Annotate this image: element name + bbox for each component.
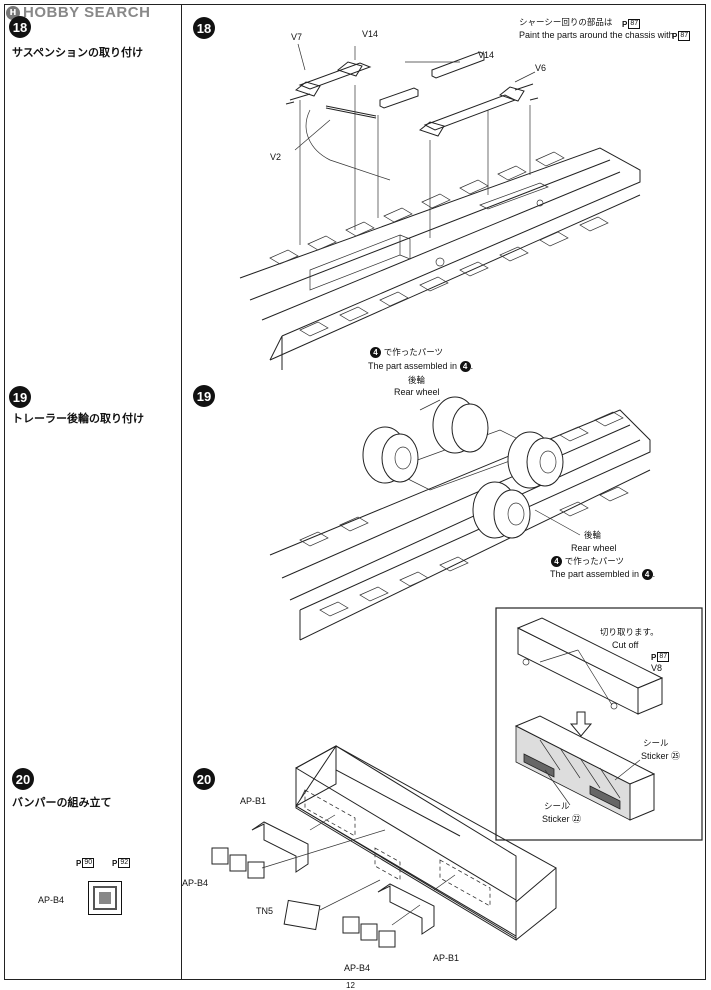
paint-prefix: P: [76, 858, 82, 868]
rear-wheel-jp-2: 後輪: [584, 531, 602, 541]
step-18-diagram-badge: 18: [193, 17, 215, 39]
step-20-parts: [211, 789, 456, 948]
ap-b4-part-illustration: [88, 881, 122, 915]
paint-note-jp: シャーシー回りの部品は: [519, 18, 613, 28]
assembled-text-jp: で作ったパーツ: [383, 348, 444, 358]
sticker-text-en: Sticker: [542, 814, 570, 824]
paint-ref-87-step18: P 87: [622, 19, 641, 29]
assembled-text-jp: で作ったパーツ: [564, 557, 625, 567]
step-ref-badge: 4: [641, 569, 653, 581]
cut-off-jp: 切り取ります。: [600, 628, 659, 638]
paint-ref-92: P 92: [112, 858, 131, 868]
step-19-badge: 19: [9, 386, 31, 408]
page-frame: [4, 4, 706, 980]
sticker-text-en: Sticker: [641, 751, 669, 761]
part-tn5-label: TN5: [256, 906, 274, 916]
paint-prefix: P: [622, 19, 628, 29]
assembled-note-en-18: The part assembled in 4.: [368, 361, 474, 373]
step-20-bumper: [295, 745, 557, 941]
assembled-text-en: The part assembled in: [550, 569, 640, 579]
paint-ref-90: P 90: [76, 858, 95, 868]
step-20-diagram-badge: 20: [193, 768, 215, 790]
sticker-number: ㉒: [572, 814, 582, 824]
sticker-jp-1: シール: [643, 739, 669, 749]
paint-prefix: P: [672, 31, 678, 41]
paint-ref-87-step18-en: P 87: [672, 31, 691, 41]
step-19-title: トレーラー後輪の取り付け: [12, 412, 144, 425]
part-apb4-label-left: AP-B4: [182, 878, 209, 888]
step-19-wheels: [362, 396, 581, 539]
rear-wheel-en-1: Rear wheel: [394, 387, 440, 397]
cut-off-en: Cut off: [612, 640, 639, 650]
part-v2-label: V2: [270, 152, 282, 162]
assembled-text-en: The part assembled in: [368, 361, 458, 371]
paint-ref-87-step20: P 87: [651, 652, 670, 662]
step-18-title: サスペンションの取り付け: [12, 46, 144, 59]
step-20-badge: 20: [12, 768, 34, 790]
part-v14-label: V14: [362, 29, 379, 39]
sticker-en-2: Sticker ㉒: [542, 814, 581, 825]
part-apb4-label-bottom: AP-B4: [344, 963, 371, 973]
step-20-inset-box: [495, 607, 703, 841]
sticker-number: ㉕: [671, 751, 681, 761]
step-ref-badge: 4: [459, 361, 471, 373]
part-apb1-label-bottom: AP-B1: [433, 953, 460, 963]
paint-code: 87: [657, 652, 670, 662]
step-20-title: バンパーの組み立て: [12, 796, 112, 809]
step-19-chassis-frame: [269, 409, 651, 641]
sticker-jp-2: シール: [544, 802, 570, 812]
rear-wheel-en-2: Rear wheel: [571, 543, 617, 553]
part-apb1-label-top: AP-B1: [240, 796, 267, 806]
part-v6-label: V6: [535, 63, 547, 73]
rear-wheel-jp-1: 後輪: [408, 376, 426, 386]
paint-code: 90: [82, 858, 95, 868]
paint-note-en: Paint the parts around the chassis with: [519, 30, 674, 40]
step-19-diagram-badge: 19: [193, 385, 215, 407]
sticker-en-1: Sticker ㉕: [641, 751, 680, 762]
watermark-text: HOBBY SEARCH: [23, 4, 151, 21]
assembled-note-jp-18: 4 で作ったパーツ: [370, 347, 443, 359]
paint-prefix: P: [112, 858, 118, 868]
paint-code: 92: [118, 858, 131, 868]
part-v7-label: V7: [291, 32, 303, 42]
paint-prefix: P: [651, 652, 657, 662]
assembled-note-en-19: The part assembled in 4.: [550, 569, 656, 581]
step-18-suspension: [285, 43, 539, 245]
step-ref-badge: 4: [551, 556, 562, 567]
paint-code: 87: [628, 19, 641, 29]
step-18-chassis-frame: [239, 147, 641, 370]
page-number: 12: [346, 981, 355, 990]
part-v14-label-2: V14: [478, 50, 495, 60]
assembled-note-jp-19: 4 で作ったパーツ: [551, 556, 624, 568]
column-divider: [181, 4, 182, 980]
paint-code: 87: [678, 31, 691, 41]
step-ref-badge: 4: [370, 347, 381, 358]
ap-b4-label: AP-B4: [38, 895, 65, 905]
part-v8-label: V8: [651, 663, 663, 673]
step-18-badge: 18: [9, 16, 31, 38]
